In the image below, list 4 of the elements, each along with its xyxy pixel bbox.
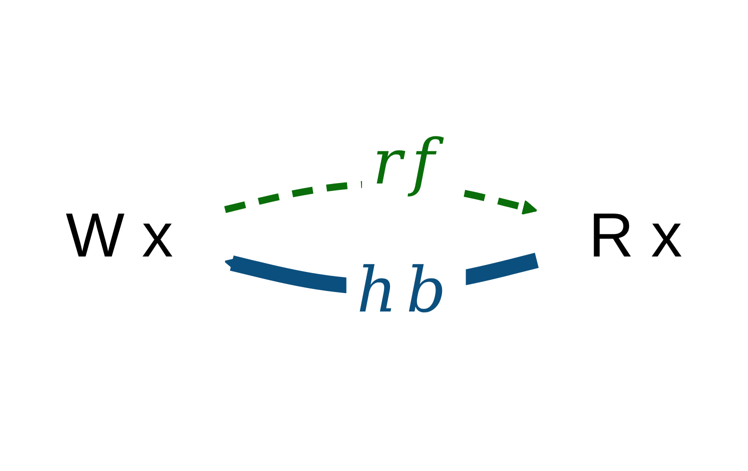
- node-text: W x: [66, 199, 174, 270]
- edge-label: hb: [356, 256, 456, 328]
- edge-label: rf: [372, 128, 444, 200]
- node-text: R x: [588, 199, 682, 270]
